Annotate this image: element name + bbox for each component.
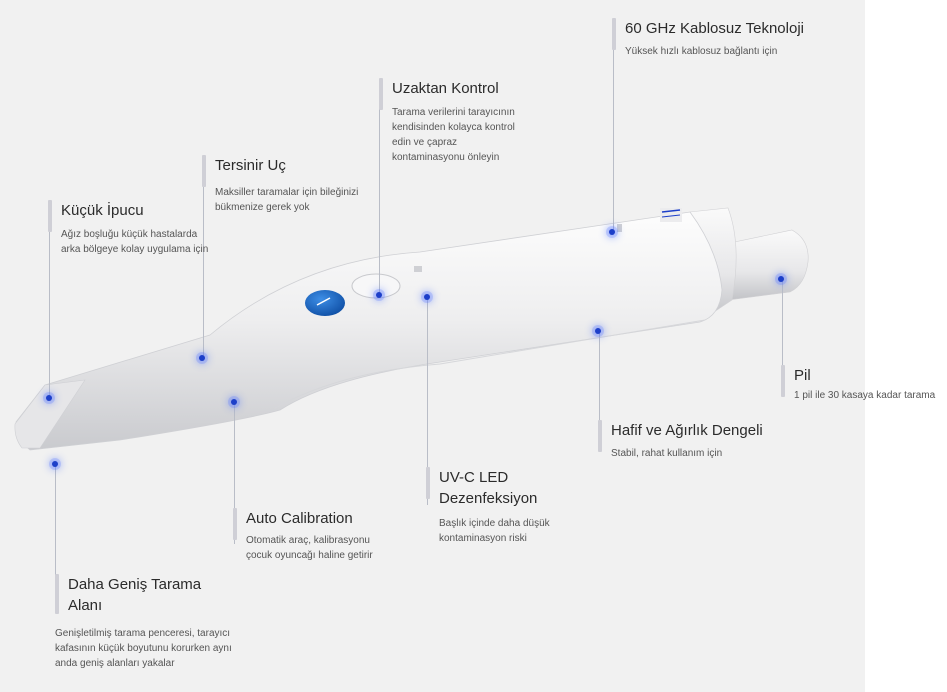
callout-desc: Stabil, rahat kullanım için bbox=[611, 448, 723, 459]
hotspot-reversible[interactable] bbox=[199, 355, 205, 361]
hotspot-wide-scan[interactable] bbox=[52, 461, 58, 467]
callout-wireless: 60 GHz Kablosuz Teknoloji Yüksek hızlı k… bbox=[612, 18, 842, 59]
leader-line-wide-scan bbox=[55, 464, 56, 612]
scanner-head bbox=[14, 379, 86, 449]
callout-bar bbox=[202, 155, 206, 187]
callout-desc: Ağız boşluğu küçük hastalarda arka bölge… bbox=[61, 229, 209, 255]
remote-button-icon bbox=[351, 273, 401, 299]
leader-line-calibration bbox=[234, 402, 235, 544]
leader-line-small-tip bbox=[49, 200, 50, 398]
callout-uvc: UV-C LED Dezenfeksiyon Başlık içinde dah… bbox=[426, 467, 576, 546]
callout-bar bbox=[55, 574, 59, 614]
leader-line-balance bbox=[599, 331, 600, 451]
leader-line-wireless bbox=[613, 22, 614, 232]
leader-line-remote bbox=[379, 80, 380, 295]
hotspot-balance[interactable] bbox=[595, 328, 601, 334]
callout-title: 60 GHz Kablosuz Teknoloji bbox=[625, 20, 804, 37]
leader-line-reversible bbox=[203, 158, 204, 358]
callout-title: UV-C LED Dezenfeksiyon bbox=[439, 469, 538, 507]
callout-title: Tersinir Uç bbox=[215, 157, 286, 174]
callout-wide-scan: Daha Geniş Tarama Alanı Genişletilmiş ta… bbox=[55, 574, 235, 671]
battery-tube bbox=[719, 229, 809, 301]
callout-title: Küçük İpucu bbox=[61, 202, 144, 219]
callout-bar bbox=[598, 420, 602, 452]
scanner-image bbox=[14, 207, 809, 451]
callout-battery: Pil 1 pil ile 30 kasaya kadar tarama bbox=[781, 365, 947, 403]
callout-title: Auto Calibration bbox=[246, 510, 353, 527]
scan-button-icon bbox=[305, 290, 345, 316]
callout-desc: Yüksek hızlı kablosuz bağlantı için bbox=[625, 46, 778, 57]
callout-desc: 1 pil ile 30 kasaya kadar tarama bbox=[794, 390, 936, 401]
callout-bar bbox=[379, 78, 383, 110]
callout-bar bbox=[426, 467, 430, 499]
callout-small-tip: Küçük İpucu Ağız boşluğu küçük hastalard… bbox=[48, 200, 213, 257]
hotspot-uvc[interactable] bbox=[424, 294, 430, 300]
callout-balance: Hafif ve Ağırlık Dengeli Stabil, rahat k… bbox=[598, 420, 798, 461]
callout-desc: Başlık içinde daha düşük kontaminasyon r… bbox=[439, 518, 550, 544]
hotspot-wireless[interactable] bbox=[609, 229, 615, 235]
hotspot-battery[interactable] bbox=[778, 276, 784, 282]
scanner-body bbox=[15, 211, 723, 451]
callout-reversible: Tersinir Uç Maksiller taramalar için bil… bbox=[202, 155, 367, 215]
callout-calibration: Auto Calibration Otomatik araç, kalibras… bbox=[233, 508, 393, 563]
callout-bar bbox=[48, 200, 52, 232]
hotspot-remote[interactable] bbox=[376, 292, 382, 298]
callout-title: Hafif ve Ağırlık Dengeli bbox=[611, 422, 763, 439]
callout-desc: Tarama verilerini tarayıcının kendisinde… bbox=[392, 107, 515, 163]
leader-line-battery bbox=[782, 278, 783, 386]
callout-bar bbox=[233, 508, 237, 540]
callout-bar bbox=[612, 18, 616, 50]
callout-title: Pil bbox=[794, 367, 811, 384]
leader-line-uvc bbox=[427, 297, 428, 505]
callout-bar bbox=[781, 365, 785, 397]
callout-title: Uzaktan Kontrol bbox=[392, 80, 499, 97]
callout-desc: Maksiller taramalar için bileğinizi bükm… bbox=[215, 187, 359, 213]
callout-title: Daha Geniş Tarama Alanı bbox=[68, 576, 202, 614]
callout-remote: Uzaktan Kontrol Tarama verilerini tarayı… bbox=[379, 78, 529, 165]
hotspot-calibration[interactable] bbox=[231, 399, 237, 405]
callout-desc: Otomatik araç, kalibrasyonu çocuk oyunca… bbox=[246, 535, 373, 561]
callout-desc: Genişletilmiş tarama penceresi, tarayıcı… bbox=[55, 628, 232, 669]
hotspot-small-tip[interactable] bbox=[46, 395, 52, 401]
